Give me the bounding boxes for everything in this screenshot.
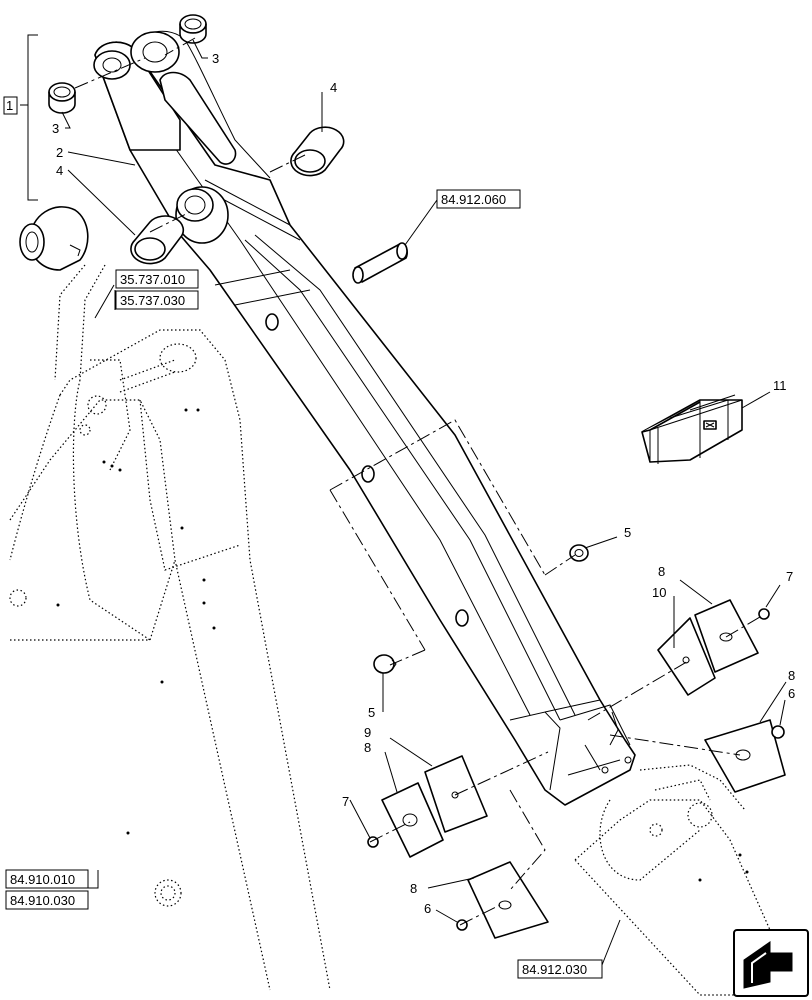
ref-35-737-030[interactable]: 35.737.030 [115, 290, 199, 310]
callout-8-bottom: 8 [410, 881, 417, 896]
svg-text:84.912.060: 84.912.060 [441, 192, 506, 207]
callout-9: 9 [364, 725, 371, 740]
callout-8-left: 8 [364, 740, 371, 755]
ghost-boom [9, 264, 331, 991]
arrow-navigation-icon[interactable] [733, 929, 809, 997]
callout-10: 10 [652, 585, 666, 600]
wear-pad-10 [657, 617, 716, 696]
bushing-3-top [179, 14, 207, 44]
dipper-arm [93, 30, 636, 806]
callout-8-right: 8 [788, 668, 795, 683]
callout-1-box [3, 96, 18, 115]
ref-35-737-010[interactable]: 35.737.010 [115, 269, 199, 289]
wear-pad-8-top [694, 599, 759, 673]
callout-1: 1 [6, 98, 13, 113]
ref-84-910-010[interactable]: 84.910.010 [5, 869, 89, 889]
callout-7-left: 7 [342, 794, 349, 809]
plug-5-right [569, 544, 589, 562]
callout-4-left: 4 [56, 163, 63, 178]
callout-2: 2 [56, 145, 63, 160]
cylinder-rod-end [19, 206, 89, 271]
wear-pad-8-right [704, 719, 786, 793]
ghost-linkage [574, 764, 771, 996]
callout-leaders [20, 34, 787, 966]
callout-3-top: 3 [212, 51, 219, 66]
svg-text:84.912.030: 84.912.030 [522, 962, 587, 977]
callout-11: 11 [773, 378, 787, 393]
callout-4-right: 4 [330, 80, 337, 95]
svg-text:35.737.010: 35.737.010 [120, 272, 185, 287]
callout-7-right: 7 [786, 569, 793, 584]
callout-8-top: 8 [658, 564, 665, 579]
ref-84-912-060[interactable]: 84.912.060 [436, 189, 521, 209]
callout-6-bottom: 6 [424, 901, 431, 916]
svg-text:84.910.010: 84.910.010 [10, 872, 75, 887]
svg-text:35.737.030: 35.737.030 [120, 293, 185, 308]
bushing-4-right [290, 126, 345, 177]
reference-boxes: 84.912.060 35.737.010 35.737.030 84.910.… [5, 189, 603, 979]
wear-pad-8-left [381, 782, 444, 858]
callout-5-right: 5 [624, 525, 631, 540]
pin [352, 242, 408, 284]
center-lines [74, 37, 761, 926]
svg-text:84.910.030: 84.910.030 [10, 893, 75, 908]
bushing-3-left [48, 82, 76, 114]
callout-5-left: 5 [368, 705, 375, 720]
callout-3-left: 3 [52, 121, 59, 136]
kit-box [641, 394, 743, 464]
ref-84-912-030[interactable]: 84.912.030 [517, 959, 603, 979]
callout-6-right: 6 [788, 686, 795, 701]
ref-84-910-030[interactable]: 84.910.030 [5, 890, 89, 910]
plug-5-left [373, 654, 397, 674]
screw-7-right [758, 608, 770, 620]
screw-6-right [771, 725, 785, 739]
screw-6-bottom [456, 919, 468, 931]
callout-numbers: 1 2 3 3 4 4 5 5 6 6 7 7 8 8 8 8 9 10 11 [3, 51, 795, 916]
bushing-4-left [130, 215, 185, 265]
wear-pad-8-bottom [467, 861, 549, 939]
